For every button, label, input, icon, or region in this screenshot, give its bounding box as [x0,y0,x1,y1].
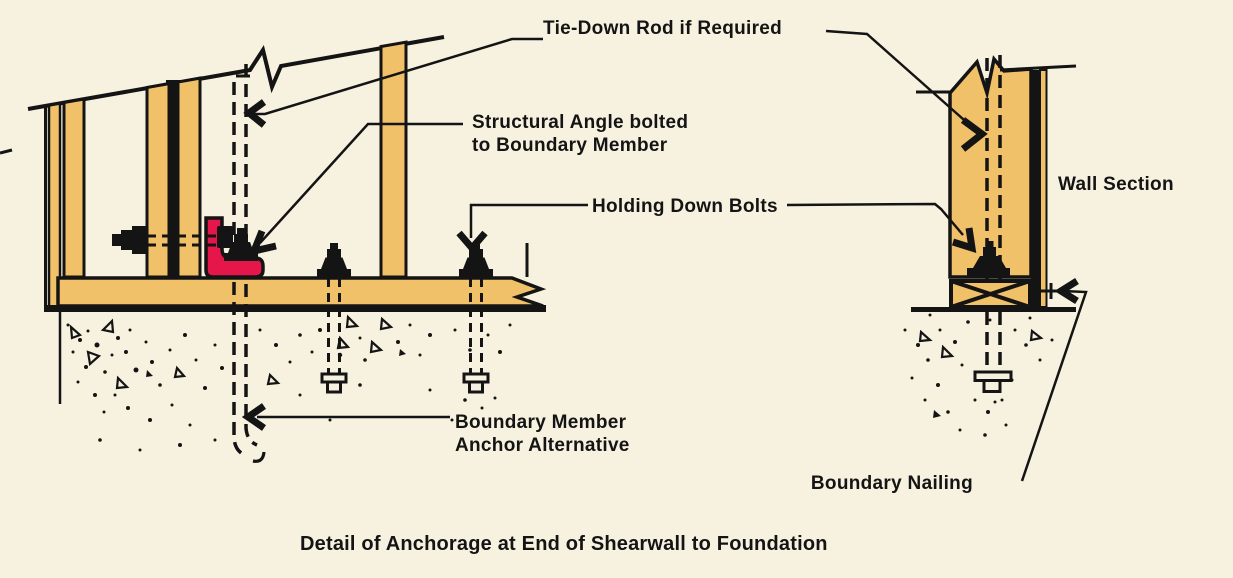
top-plate-line [999,64,1077,72]
label-boundary-nailing: Boundary Nailing [811,473,973,494]
label-holding-down-bolts: Holding Down Bolts [592,196,778,217]
angle-bolt [112,226,220,254]
tie-down-rod [232,64,266,463]
leader-lines [241,29,1088,482]
angle-bolt-end [217,226,233,248]
arrow-left-icon [1054,278,1079,304]
arrow-down-left-icon [248,229,277,256]
label-boundary-member-line2: Anchor Alternative [455,435,630,456]
structural-angle [204,216,265,279]
leader-tie-down-left [251,37,543,116]
label-tie-down-rod: Tie-Down Rod if Required [543,18,782,39]
leader-holding-down-left [469,203,588,238]
stud [62,97,86,279]
labels: Tie-Down Rod if Required Structural Angl… [300,18,1174,555]
arrow-down-right-icon [951,227,977,254]
arrow-left-icon [243,99,267,128]
concrete-speckles [903,313,1054,437]
leader-structural-angle [259,122,463,244]
anchor-bolt-head [973,370,1013,393]
holding-down-bolt [459,243,493,394]
label-wall-section: Wall Section [1058,174,1174,195]
label-structural-angle-line1: Structural Angle bolted [472,112,688,133]
arrow-right-icon [960,117,988,152]
boundary-nail [1036,283,1057,299]
leader-boundary-nailing [1020,289,1088,482]
leader-holding-down-right [786,202,964,236]
leader-tie-down-right [825,29,973,128]
cut-line-fragment [0,148,13,155]
boundary-member-stud [176,76,202,279]
label-boundary-member-line1: Boundary Member [455,412,627,433]
top-plate-cut-line [27,35,445,111]
caption: Detail of Anchorage at End of Shearwall … [300,533,828,555]
rod-nut-assembly [224,228,258,261]
holding-down-bolt [317,243,351,394]
concrete-speckles [66,314,512,452]
label-structural-angle-line2: to Boundary Member [472,135,668,156]
sill-cross-section [949,279,1032,309]
sheathing [1031,69,1048,308]
arrow-down-icon [456,230,488,254]
boundary-member-stud [145,81,171,279]
wall-elevation-left [0,35,547,463]
arrow-left-icon [241,403,266,431]
holding-down-bolt [967,241,1010,276]
wall-section-right [903,55,1077,437]
